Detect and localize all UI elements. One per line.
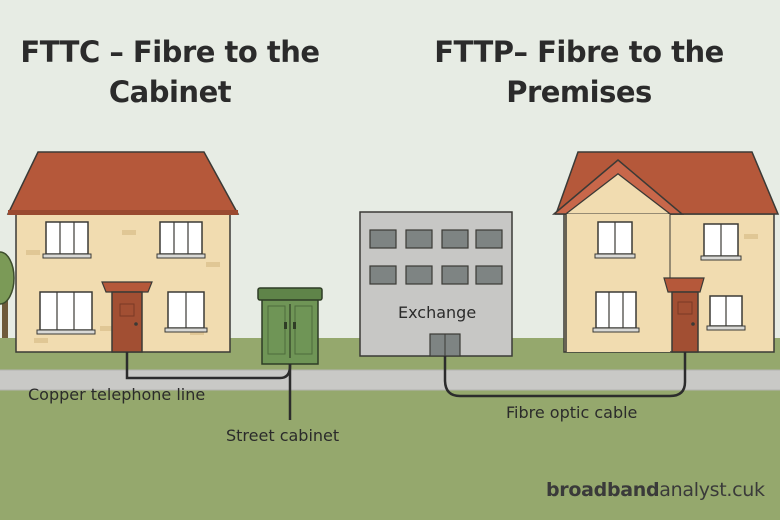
fibre-cable-label: Fibre optic cable — [506, 403, 638, 422]
house-door — [111, 291, 143, 353]
fttp-house — [551, 151, 780, 353]
copper-line-label: Copper telephone line — [28, 385, 206, 404]
street-cabinet-label: Street cabinet — [226, 426, 340, 445]
fttp-title: FTTP– Fibre to the Premises — [434, 35, 724, 109]
house-door — [671, 291, 699, 353]
fttc-house — [6, 151, 240, 353]
grass-ground — [0, 338, 780, 520]
brand-part-1: broadband — [546, 479, 660, 501]
tree — [0, 251, 15, 338]
street-cabinet — [257, 287, 323, 365]
fibre-cable — [443, 352, 687, 398]
exchange-building — [359, 211, 513, 357]
exchange-label: Exchange — [398, 303, 477, 322]
brand-part-2: analyst.cuk — [659, 479, 765, 501]
window — [39, 221, 205, 331]
road — [0, 370, 780, 390]
house-roof — [6, 151, 240, 215]
brand-watermark: broadbandanalyst.cuk — [546, 479, 765, 501]
fttc-title: FTTC – Fibre to the Cabinet — [20, 35, 320, 109]
